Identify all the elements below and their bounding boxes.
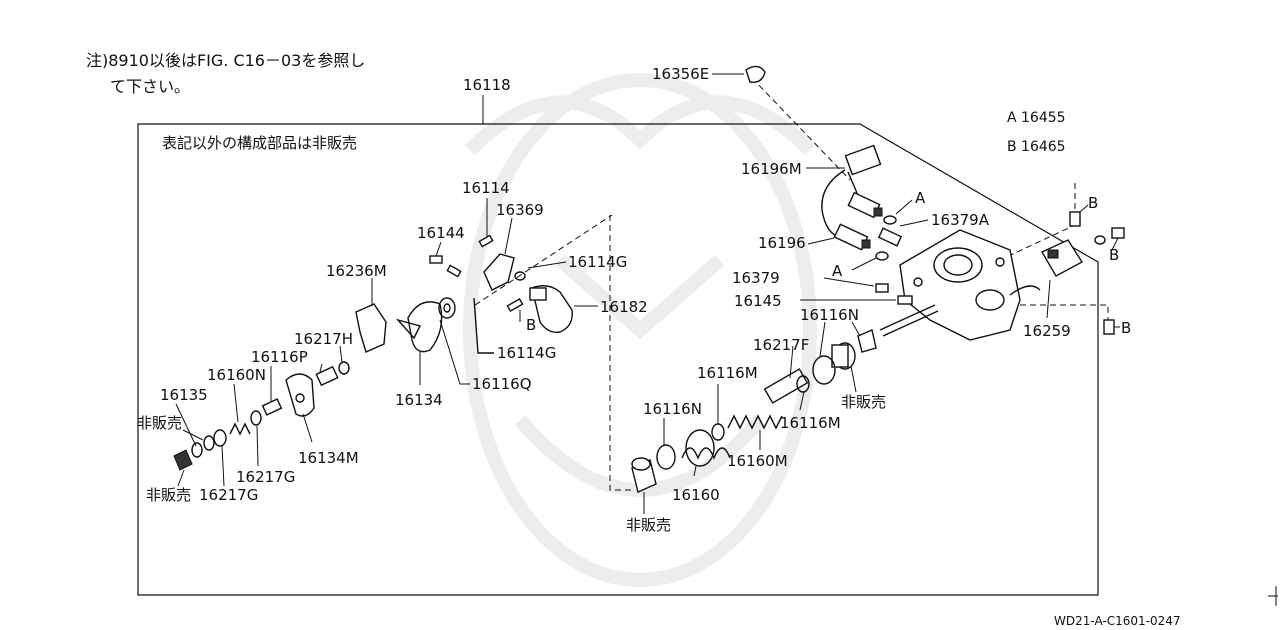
- part-left-linkage: [173, 278, 470, 487]
- label-16116M-top: 16116M: [697, 364, 758, 382]
- part-16196-sensor: [807, 223, 871, 251]
- label-A-mid: A: [832, 262, 843, 280]
- label-16134M: 16134M: [298, 449, 359, 467]
- label-nonsale-1: 非販売: [137, 414, 182, 432]
- note-line-1: 注)8910以後はFIG. C16－03を参照し: [86, 51, 365, 70]
- part-A-washers: [851, 199, 913, 271]
- legend-a: A 16455: [1007, 110, 1066, 126]
- label-16116N-right: 16116N: [800, 306, 859, 324]
- label-A-top: A: [915, 189, 926, 207]
- frame-note: 表記以外の構成部品は非販売: [162, 134, 357, 152]
- label-16160N-left: 16160N: [207, 366, 266, 384]
- label-16259: 16259: [1023, 322, 1071, 340]
- label-16182: 16182: [600, 298, 648, 316]
- assembly-frame: [137, 123, 1099, 596]
- label-16114G-bot: 16114G: [497, 344, 556, 362]
- part-center-linkage: [429, 198, 598, 354]
- label-16369: 16369: [496, 201, 544, 219]
- label-16116P: 16116P: [251, 348, 308, 366]
- label-16236M: 16236M: [326, 262, 387, 280]
- label-16135: 16135: [160, 386, 208, 404]
- part-throttle-body: [879, 229, 1041, 341]
- watermark-emblem: [463, 73, 817, 587]
- label-16196M: 16196M: [741, 160, 802, 178]
- label-16144: 16144: [417, 224, 465, 242]
- label-nonsale-4: 非販売: [626, 516, 671, 534]
- part-16379A-stud: [877, 219, 929, 247]
- label-B-1: B: [1088, 194, 1098, 212]
- label-B-2: B: [1109, 246, 1119, 264]
- label-16356E: 16356E: [652, 65, 709, 83]
- part-16356E-clip: [712, 65, 766, 83]
- label-16116Q: 16116Q: [472, 375, 532, 393]
- label-16134: 16134: [395, 391, 443, 409]
- diagram-code: WD21-A-C1601-0247: [1054, 614, 1181, 628]
- label-16217G-a: 16217G: [199, 486, 258, 504]
- legend-b: B 16465: [1007, 139, 1066, 155]
- label-16116M-bot: 16116M: [780, 414, 841, 432]
- label-nonsale-2: 非販売: [146, 486, 191, 504]
- part-B-screws-right: [1069, 204, 1125, 335]
- label-16217F: 16217F: [753, 336, 809, 354]
- label-16196: 16196: [758, 234, 806, 252]
- label-16217H: 16217H: [294, 330, 353, 348]
- label-16379A: 16379A: [931, 211, 990, 229]
- label-16118: 16118: [463, 76, 511, 94]
- label-16114G-top: 16114G: [568, 253, 627, 271]
- label-16145: 16145: [734, 292, 782, 310]
- label-16160: 16160: [672, 486, 720, 504]
- part-16259-sensor: [1041, 239, 1083, 319]
- assembly-dashed-lines: [474, 77, 1109, 491]
- label-B-4: B: [526, 316, 536, 334]
- note-line-2: て下さい。: [110, 77, 190, 96]
- part-16196M-sensor: [806, 144, 883, 239]
- label-16114: 16114: [462, 179, 510, 197]
- part-16379-16145-screws: [800, 277, 913, 305]
- label-16116N-mid: 16116N: [643, 400, 702, 418]
- label-16160M: 16160M: [727, 452, 788, 470]
- label-16217G-b: 16217G: [236, 468, 295, 486]
- label-nonsale-3: 非販売: [841, 393, 886, 411]
- label-16379: 16379: [732, 269, 780, 287]
- label-B-3: B: [1121, 319, 1131, 337]
- part-right-valve-stack: [631, 321, 877, 514]
